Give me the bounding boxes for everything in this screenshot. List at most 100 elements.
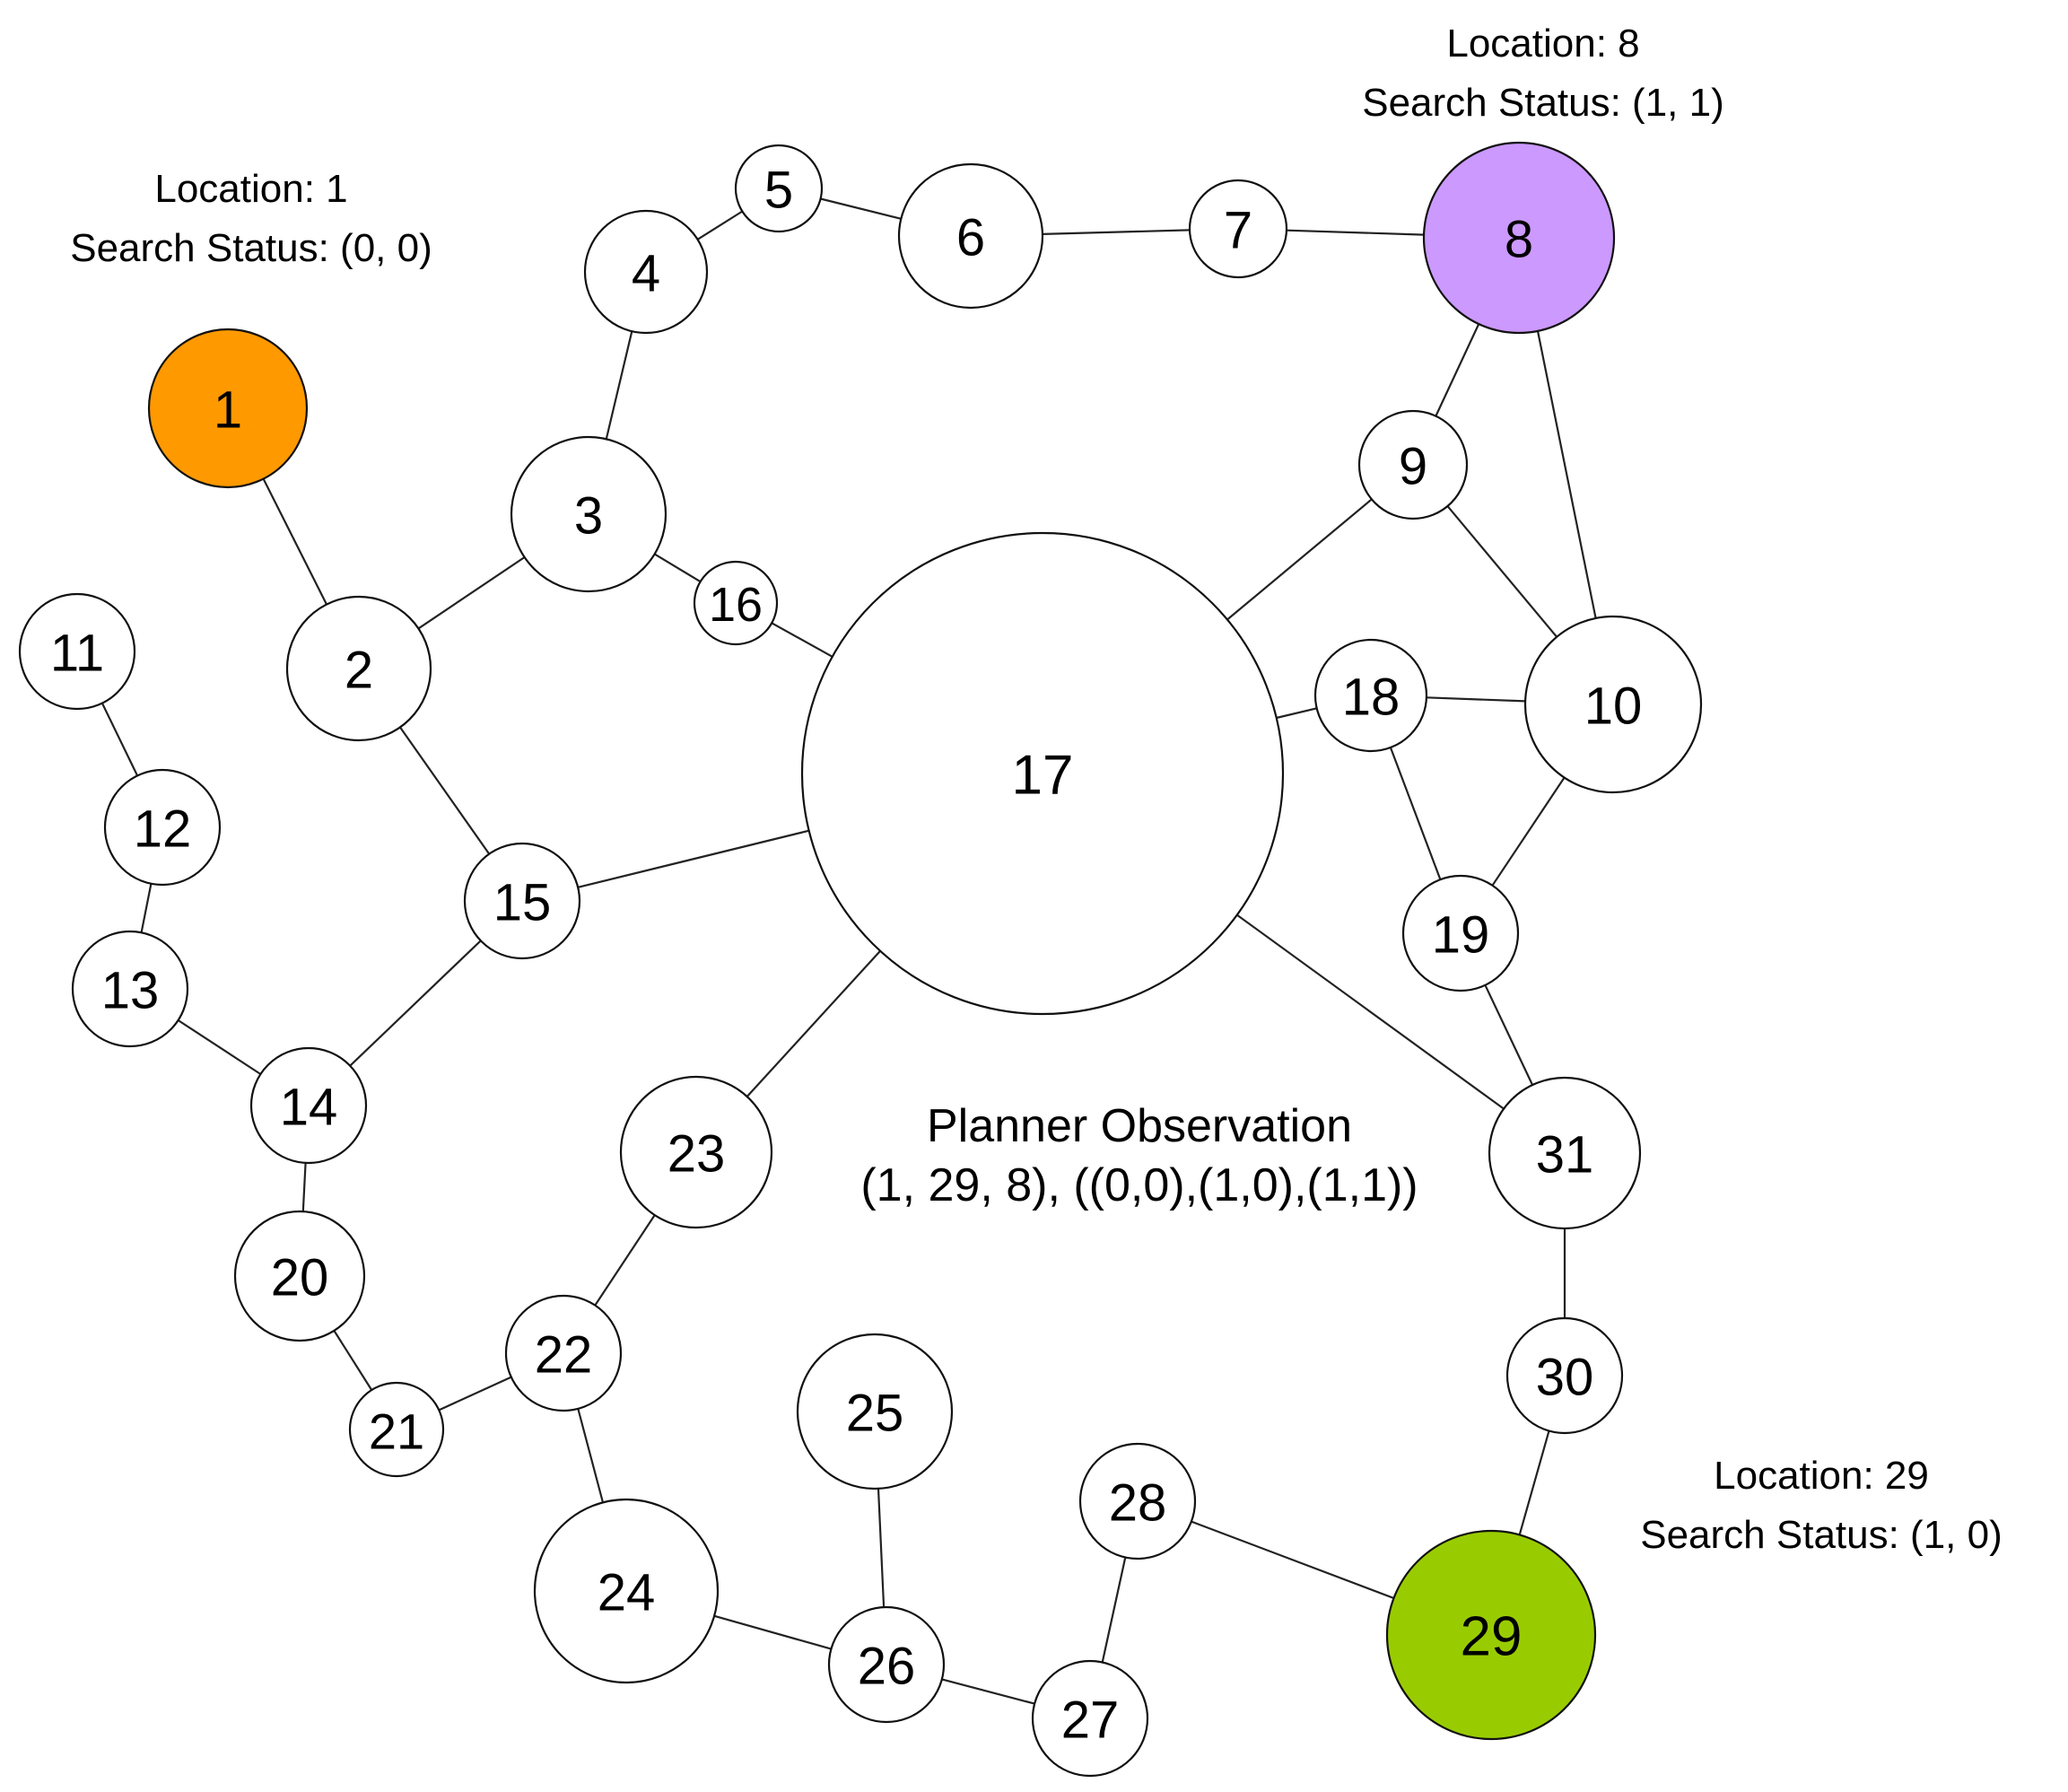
edge-21-22 — [438, 1376, 512, 1412]
edge-15-17 — [577, 829, 809, 888]
node-14-label: 14 — [280, 1079, 338, 1137]
node-21: 21 — [348, 1381, 445, 1478]
planner-observation-title: Planner Observation — [926, 1100, 1353, 1152]
node-29: 29 — [1385, 1529, 1597, 1741]
node-18-label: 18 — [1342, 669, 1400, 727]
edge-2-15 — [399, 726, 491, 855]
node-29-circle — [1385, 1529, 1597, 1741]
node-13-circle — [71, 930, 189, 1048]
node-20-label: 20 — [271, 1249, 329, 1307]
node-7-label: 7 — [1224, 202, 1252, 260]
node-8-circle — [1422, 141, 1616, 335]
edge-13-14 — [177, 1019, 262, 1075]
node-29-location-label: Location: 29 — [1714, 1454, 1929, 1498]
node-8-search-status-label: Search Status: (1, 1) — [1362, 81, 1724, 125]
edge-25-26 — [877, 1488, 886, 1608]
node-8-location-label: Location: 8 — [1446, 22, 1640, 66]
node-20-circle — [233, 1210, 366, 1342]
node-26-circle — [827, 1605, 946, 1724]
edge-1-2 — [262, 478, 327, 605]
edge-8-10 — [1536, 330, 1597, 619]
node-8: 8 — [1422, 141, 1616, 335]
node-25: 25 — [796, 1333, 954, 1490]
edge-22-23 — [594, 1214, 656, 1307]
node-14-circle — [249, 1046, 368, 1165]
node-23: 23 — [619, 1075, 773, 1229]
node-2: 2 — [285, 595, 432, 742]
node-2-label: 2 — [345, 642, 373, 700]
node-26: 26 — [827, 1605, 946, 1724]
edge-4-5 — [697, 210, 743, 240]
node-28-label: 28 — [1109, 1474, 1167, 1533]
node-5-label: 5 — [764, 162, 793, 220]
node-26-label: 26 — [858, 1638, 916, 1696]
node-24-label: 24 — [598, 1564, 656, 1622]
node-27: 27 — [1031, 1659, 1149, 1778]
node-29-annotation: Location: 29 Search Status: (1, 0) — [1579, 1447, 2064, 1565]
node-16: 16 — [693, 560, 779, 646]
node-20: 20 — [233, 1210, 366, 1342]
node-6-circle — [897, 162, 1044, 310]
edge-8-9 — [1435, 323, 1480, 417]
node-4: 4 — [583, 209, 709, 335]
node-1-label: 1 — [214, 381, 242, 440]
edge-14-20 — [301, 1162, 307, 1212]
node-6: 6 — [897, 162, 1044, 310]
edge-2-3 — [417, 556, 526, 630]
node-5: 5 — [734, 144, 824, 233]
node-15-circle — [463, 842, 581, 960]
node-17: 17 — [800, 531, 1285, 1016]
node-11-label: 11 — [50, 625, 104, 683]
node-1-location-label: Location: 1 — [154, 167, 348, 211]
node-13-label: 13 — [101, 962, 160, 1020]
edge-12-13 — [140, 883, 153, 933]
node-28-circle — [1078, 1442, 1197, 1560]
node-1: 1 — [147, 328, 309, 489]
node-19-circle — [1401, 874, 1520, 992]
edge-22-24 — [577, 1408, 605, 1503]
edge-26-27 — [941, 1678, 1035, 1705]
node-8-label: 8 — [1505, 211, 1533, 269]
edge-19-31 — [1484, 984, 1534, 1086]
node-7-circle — [1188, 179, 1288, 279]
edge-14-15 — [349, 940, 482, 1067]
node-22-label: 22 — [535, 1326, 593, 1385]
node-15-label: 15 — [493, 874, 552, 932]
node-4-label: 4 — [632, 245, 660, 303]
edge-9-17 — [1226, 498, 1373, 621]
node-17-label: 17 — [1012, 745, 1074, 807]
node-11: 11 — [18, 592, 136, 711]
node-27-circle — [1031, 1659, 1149, 1778]
node-13: 13 — [71, 930, 189, 1048]
node-21-circle — [348, 1381, 445, 1478]
node-31-circle — [1488, 1076, 1642, 1230]
node-1-annotation: Location: 1 Search Status: (0, 0) — [0, 160, 502, 278]
edges-layer — [100, 197, 1597, 1705]
node-18-circle — [1313, 638, 1428, 753]
node-10-circle — [1523, 615, 1703, 794]
node-31-label: 31 — [1536, 1126, 1594, 1184]
planner-observation: Planner Observation (1, 29, 8), ((0,0),(… — [745, 1097, 1534, 1215]
node-1-search-status-label: Search Status: (0, 0) — [70, 226, 432, 270]
node-30-circle — [1505, 1316, 1624, 1435]
edge-3-4 — [605, 330, 633, 440]
node-19-label: 19 — [1432, 906, 1490, 965]
node-19: 19 — [1401, 874, 1520, 992]
node-3-circle — [510, 435, 668, 593]
edge-29-30 — [1518, 1430, 1550, 1535]
edge-20-21 — [333, 1330, 373, 1391]
node-1-circle — [147, 328, 309, 489]
node-29-search-status-label: Search Status: (1, 0) — [1640, 1513, 2003, 1557]
edge-16-17 — [771, 622, 833, 658]
edge-10-19 — [1491, 776, 1566, 887]
node-29-label: 29 — [1461, 1606, 1523, 1668]
edge-9-10 — [1446, 505, 1558, 638]
node-9-label: 9 — [1399, 438, 1427, 496]
node-21-label: 21 — [369, 1403, 424, 1460]
node-30-label: 30 — [1536, 1349, 1594, 1407]
edge-27-28 — [1101, 1557, 1127, 1663]
edge-11-12 — [100, 703, 139, 776]
node-9-circle — [1357, 409, 1469, 520]
